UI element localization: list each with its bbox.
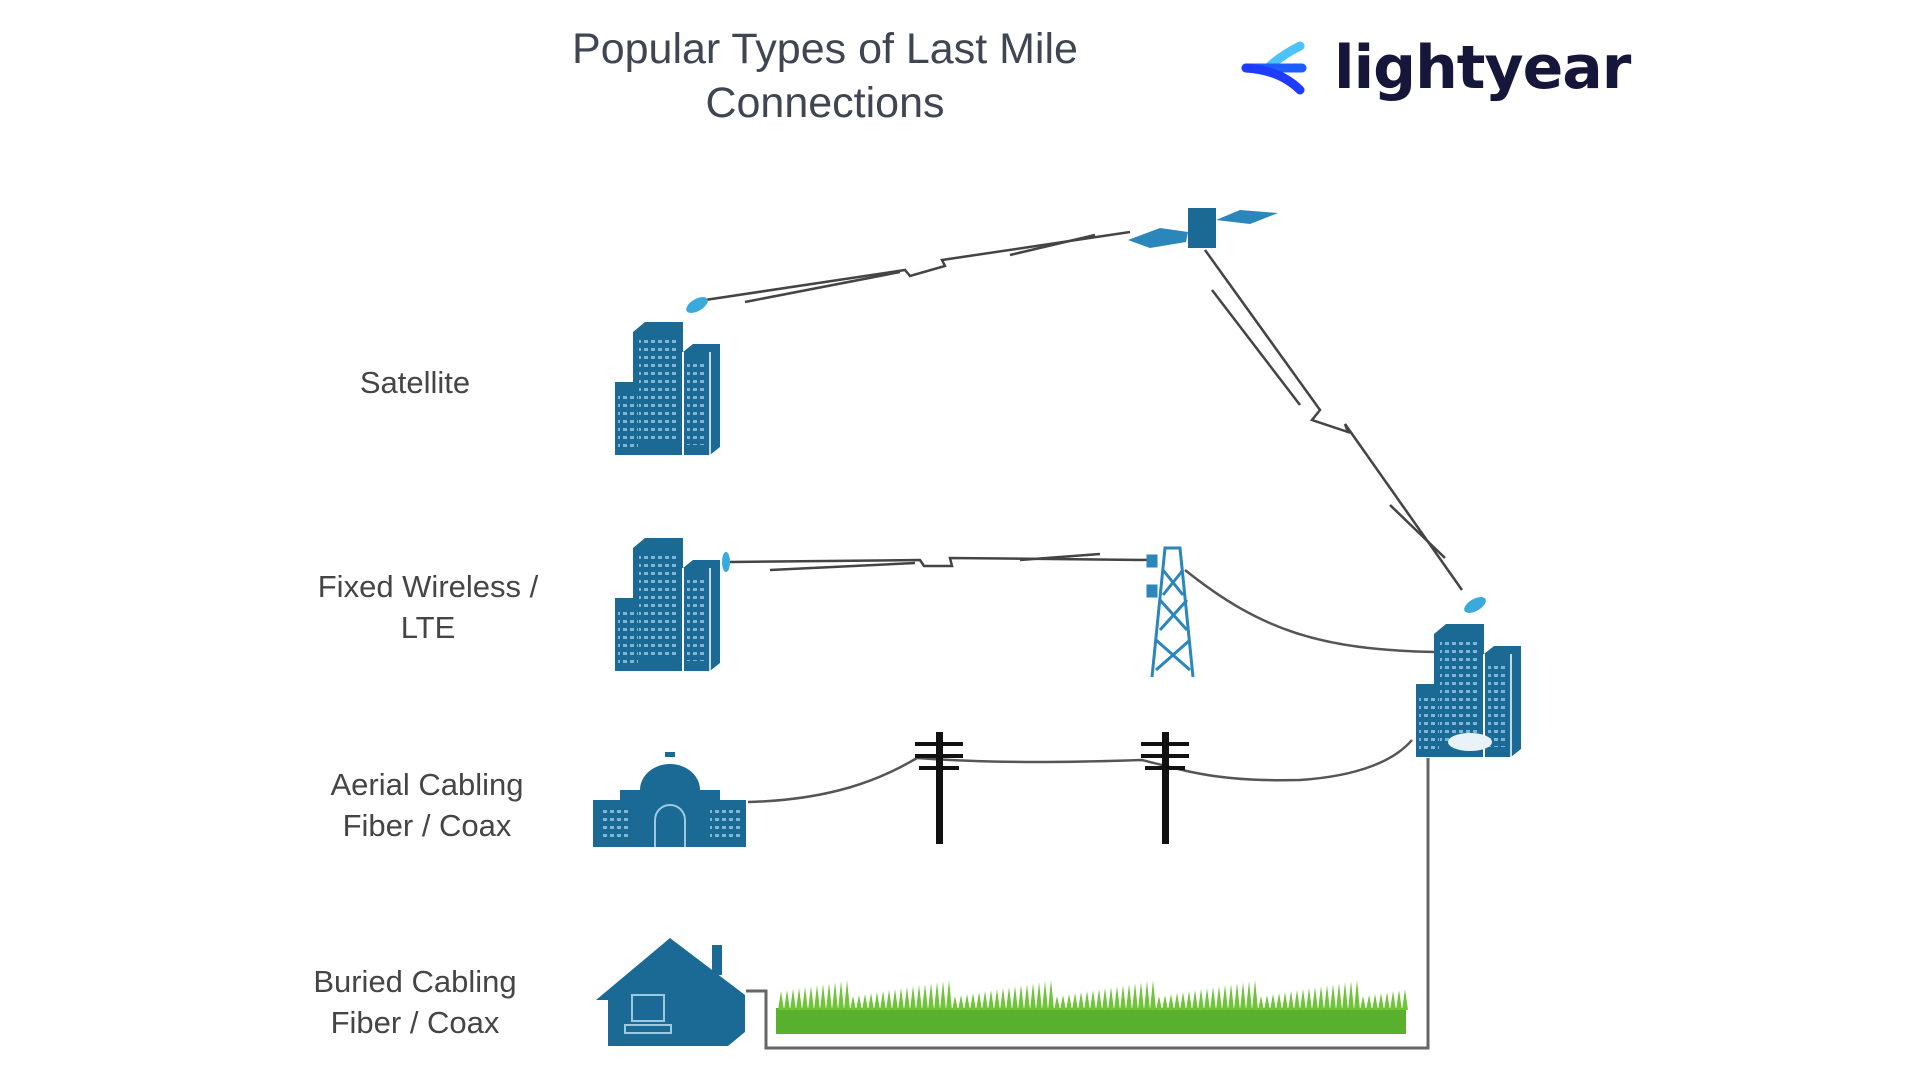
logo-text: lightyear [1334,33,1631,103]
wireless-antenna-icon [722,552,730,572]
label-satellite: Satellite [265,362,565,403]
label-line: Aerial Cabling [330,767,524,802]
label-line: Satellite [359,365,471,400]
house-icon [596,938,745,1046]
utility-pole-icon [915,732,963,844]
tower-to-hub-cable [1184,569,1437,654]
aerial-cable [747,739,1413,804]
label-line: LTE [400,610,456,645]
title-line-2: Connections [705,79,945,127]
buried-cable [746,758,1430,1050]
label-fixed-wireless: Fixed Wireless / LTE [278,566,578,648]
label-aerial-cabling: Aerial Cabling Fiber / Coax [277,764,577,846]
utility-pole-icon [1141,732,1189,844]
fixed-wireless-signal [729,552,1151,572]
label-line: Fiber / Coax [342,808,512,843]
government-building-icon [593,752,746,847]
satellite-uplink-signal [704,230,1131,304]
office-building-icon [614,537,721,672]
diagram-title: Popular Types of Last Mile Connections [500,22,1150,130]
label-buried-cabling: Buried Cabling Fiber / Coax [265,961,565,1043]
satellite-downlink-signal [1203,249,1464,591]
satellite-dish-icon [1464,597,1486,613]
cell-tower-icon [1146,546,1195,678]
label-line: Fixed Wireless / [317,569,539,604]
router-icon [1448,733,1492,751]
label-line: Buried Cabling [313,964,517,999]
label-line: Fiber / Coax [330,1005,500,1040]
title-line-1: Popular Types of Last Mile [572,25,1078,73]
lightyear-logo: lightyear [1240,28,1631,108]
grass-strip [776,980,1408,1034]
lightyear-arrow-icon [1241,41,1307,95]
satellite-icon [1128,208,1278,248]
office-building-icon [614,321,721,456]
satellite-dish-icon [686,297,708,313]
